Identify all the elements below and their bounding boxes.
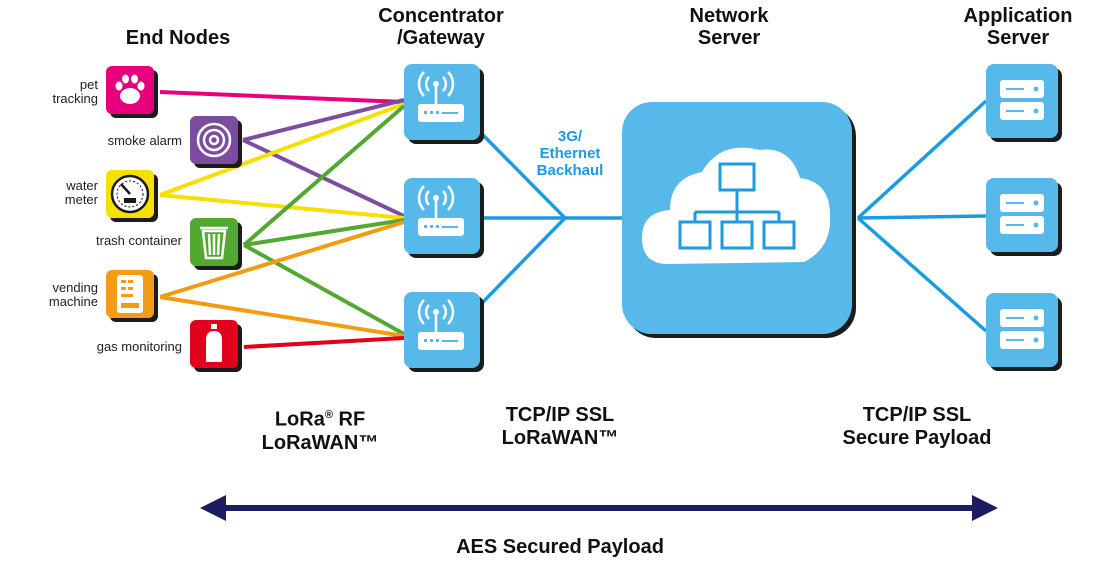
aes-label: AES Secured Payload <box>410 536 710 559</box>
network-title-line2: Server <box>697 27 761 49</box>
smoke-alarm-label: smoke alarm <box>40 134 182 148</box>
tcp-secure-line1: TCP/IP SSL <box>862 404 972 426</box>
label-line1: smoke alarm <box>107 133 182 148</box>
rf-text: RF <box>332 408 366 431</box>
aes-arrow <box>200 495 998 521</box>
trash-container-node <box>190 218 238 266</box>
meter-gauge-icon <box>110 174 150 214</box>
vending-machine-icon <box>117 275 143 313</box>
end-nodes-header: End Nodes <box>108 27 248 49</box>
label-line1: gas monitoring <box>96 339 182 354</box>
pet-tracker-node <box>106 66 154 114</box>
lora-rf-line2: LoRaWAN™ <box>261 431 379 454</box>
app-title-line1: Application <box>963 5 1073 27</box>
registered-mark: ® <box>324 409 333 421</box>
application-server-3 <box>986 293 1058 367</box>
paw-icon <box>115 74 145 104</box>
label-line1: vending <box>52 280 98 295</box>
lora-text: LoRa <box>274 408 325 431</box>
link-trash-to-gateway-1 <box>242 104 406 247</box>
link-gas-to-gateway-3 <box>243 336 405 349</box>
trash-bin-icon <box>200 226 228 260</box>
label-line2: tracking <box>52 91 98 106</box>
label-line2: machine <box>48 294 98 309</box>
label-line1: water <box>66 178 98 193</box>
backhaul-line1: 3G/ <box>557 128 583 145</box>
water-meter-node <box>106 170 154 218</box>
gateway-1 <box>404 64 480 140</box>
backhaul-links <box>480 132 622 305</box>
gateway-2 <box>404 178 480 254</box>
link-trash-to-gateway-2 <box>243 218 405 247</box>
end-nodes-title: End Nodes <box>125 27 231 49</box>
lora-rf-line1: LoRa® RF <box>240 404 400 432</box>
water-meter-label: water meter <box>10 179 98 207</box>
tcp-lorawan-label: TCP/IP SSL LoRaWAN™ <box>470 404 650 450</box>
vending-machine-label: vending machine <box>10 281 98 309</box>
pet-tracking-label: pet tracking <box>10 78 98 106</box>
label-line2: meter <box>64 192 98 207</box>
link-pet-to-gateway-1 <box>159 90 405 104</box>
backhaul-line3: Backhaul <box>536 162 604 179</box>
link-vending-to-gateway-2 <box>159 220 405 299</box>
link-water-to-gateway-1 <box>159 102 405 197</box>
smoke-alarm-node <box>190 116 238 164</box>
network-title-line1: Network <box>689 5 769 27</box>
gas-monitoring-node <box>190 320 238 368</box>
gateway-3 <box>404 292 480 368</box>
server-rack-icon <box>1000 80 1044 120</box>
gateway-header: Concentrator /Gateway <box>360 5 522 49</box>
gas-cylinder-icon <box>206 324 222 362</box>
label-line1: pet <box>79 77 98 92</box>
wifi-router-icon <box>417 71 464 122</box>
aes-label-text: AES Secured Payload <box>456 536 664 558</box>
lora-rf-label: LoRa® RF LoRaWAN™ <box>240 404 400 455</box>
application-server-1 <box>986 64 1058 138</box>
app-links <box>856 99 988 333</box>
backhaul-label: 3G/ Ethernet Backhaul <box>520 128 620 179</box>
link-water-to-gateway-2 <box>159 193 405 220</box>
tcp-secure-label: TCP/IP SSL Secure Payload <box>822 404 1012 450</box>
network-server-node <box>622 102 852 334</box>
tcp-lorawan-line2: LoRaWAN™ <box>501 427 619 449</box>
wifi-router-icon <box>417 185 464 236</box>
gateway-title-line2: /Gateway <box>397 27 485 49</box>
gateway-title-line1: Concentrator <box>378 5 504 27</box>
gas-monitoring-label: gas monitoring <box>40 340 182 354</box>
smoke-detector-icon <box>196 122 232 158</box>
tcp-secure-line2: Secure Payload <box>842 427 992 449</box>
server-rack-icon <box>1000 309 1044 349</box>
app-server-header: Application Server <box>948 5 1088 49</box>
application-server-2 <box>986 178 1058 252</box>
tcp-lorawan-line1: TCP/IP SSL <box>505 404 615 426</box>
label-line1: trash container <box>96 233 182 248</box>
server-rack-icon <box>1000 194 1044 234</box>
org-chart-icon <box>678 162 796 250</box>
rf-links <box>159 90 406 349</box>
link-smoke-to-gateway-1 <box>242 98 405 142</box>
wifi-router-icon <box>417 299 464 350</box>
backhaul-line2: Ethernet <box>539 145 601 162</box>
trash-container-label: trash container <box>40 234 182 248</box>
link-vending-to-gateway-3 <box>159 295 405 338</box>
network-server-header: Network Server <box>664 5 794 49</box>
link-trash-to-gateway-3 <box>243 243 405 336</box>
app-title-line2: Server <box>986 27 1050 49</box>
vending-machine-node <box>106 270 154 318</box>
